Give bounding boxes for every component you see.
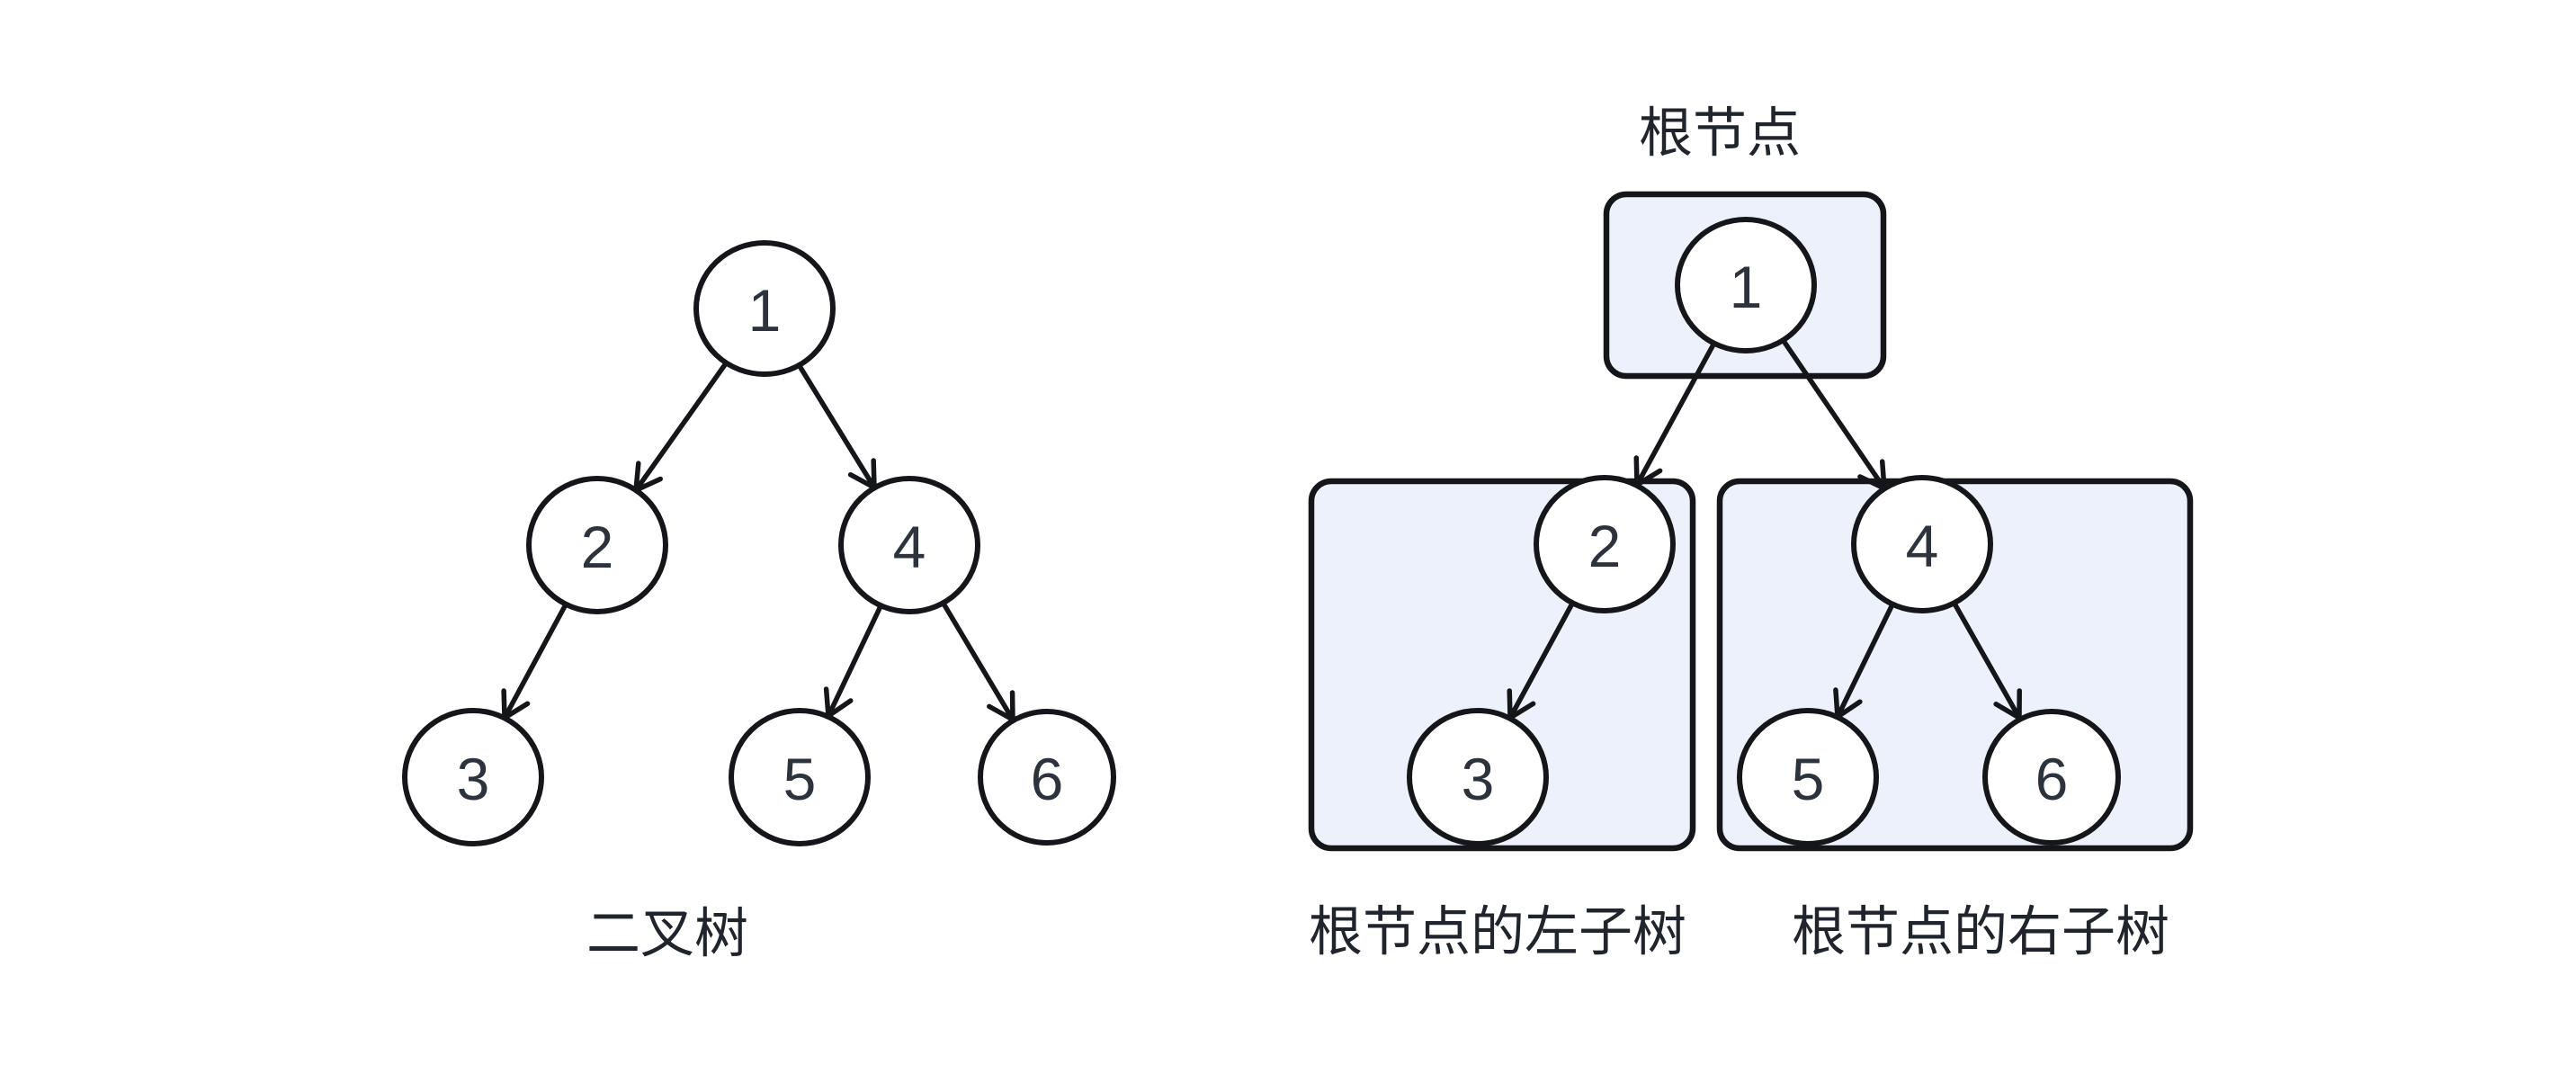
right-tree-node-3-value: 3	[1462, 746, 1495, 812]
left-tree-node-6-circle	[978, 709, 1116, 846]
left-tree-node-4-circle	[838, 476, 980, 614]
left-tree-node-5-value: 5	[783, 746, 817, 812]
left-subtree-caption: 根节点的左子树	[1309, 902, 1686, 962]
right-tree-edge-2-3-arrow	[1507, 601, 1575, 720]
right-tree-node-3-circle	[1407, 708, 1549, 846]
left-tree-node-2-circle	[526, 476, 668, 614]
left-tree-edge-1-4-arrow	[797, 363, 877, 490]
right-tree-edge-1-4-arrow	[1781, 338, 1887, 491]
left-tree-node-4-value: 4	[893, 514, 926, 580]
right-tree-node-4-value: 4	[1906, 513, 1939, 579]
root-subtree-diagram: 根节点 1 2 4 3 5 6 根节点的左子树 根节点的右子树	[1308, 103, 2194, 962]
right-tree-node-6-value: 6	[2035, 746, 2069, 812]
left-tree-edge-4-6-arrow	[941, 601, 1015, 722]
right-tree-node-2-value: 2	[1588, 513, 1622, 579]
right-tree-node-4-circle	[1851, 475, 1993, 613]
right-tree-edge-4-5-arrow	[1833, 602, 1895, 720]
right-tree-node-1-circle	[1675, 217, 1817, 354]
left-tree-node-1-value: 1	[748, 277, 782, 344]
binary-tree-diagram: 1 2 4 3 5 6 二叉树	[402, 240, 1116, 964]
left-tree-node-2-value: 2	[581, 514, 614, 580]
right-subtree-caption: 根节点的右子树	[1792, 902, 2169, 962]
right-tree-node-6-circle	[1982, 709, 2121, 846]
left-tree-node-5-circle	[729, 708, 871, 846]
left-tree-node-3-value: 3	[457, 746, 490, 812]
left-tree-node-3-circle	[402, 708, 544, 846]
right-tree-node-5-value: 5	[1792, 746, 1825, 812]
right-tree-node-5-circle	[1737, 708, 1879, 846]
left-tree-edge-1-2-arrow	[633, 361, 729, 493]
right-tree-edge-1-2-arrow	[1633, 342, 1716, 488]
left-tree-node-1-circle	[693, 240, 836, 377]
right-tree-edge-4-6-arrow	[1952, 601, 2022, 720]
right-tree-node-2-circle	[1534, 475, 1676, 613]
left-tree-edge-2-3-arrow	[501, 602, 568, 720]
left-tree-node-6-value: 6	[1031, 746, 1064, 812]
right-tree-node-1-value: 1	[1730, 254, 1763, 320]
binary-tree-caption: 二叉树	[586, 904, 748, 964]
root-node-label: 根节点	[1639, 103, 1801, 164]
left-tree-edge-4-5-arrow	[823, 604, 883, 719]
